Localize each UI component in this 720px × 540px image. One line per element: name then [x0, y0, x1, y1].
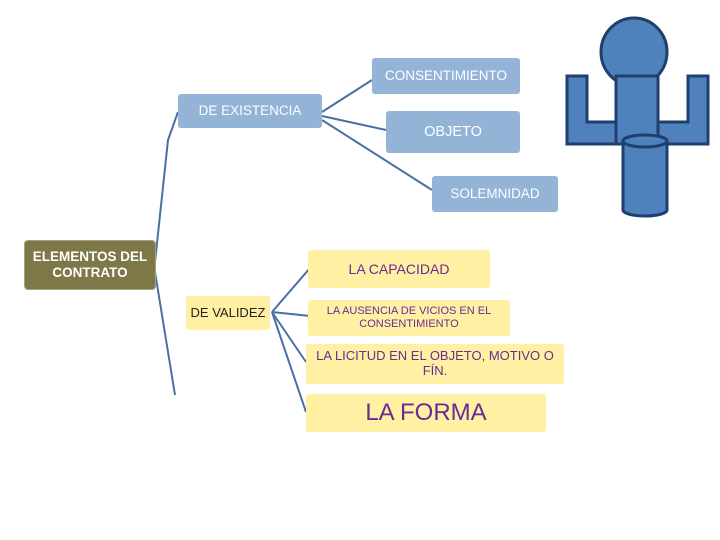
person-legs-top — [621, 133, 669, 149]
node-capacidad: LA CAPACIDAD — [308, 250, 490, 288]
node-licitud: LA LICITUD EN EL OBJETO, MOTIVO O FÍN. — [306, 344, 564, 384]
branch-validez-label: DE VALIDEZ — [190, 304, 266, 320]
person-right-arm — [656, 74, 710, 146]
node-objeto: OBJETO — [386, 111, 520, 153]
branch-validez: DE VALIDEZ — [186, 296, 270, 330]
node-objeto-label: OBJETO — [424, 123, 482, 140]
node-vicios: LA AUSENCIA DE VICIOS EN EL CONSENTIMIEN… — [308, 300, 510, 336]
root-node-label: ELEMENTOS DEL CONTRATO — [32, 249, 148, 280]
person-legs — [621, 141, 669, 218]
person-left-arm — [565, 74, 618, 146]
connector-root-existencia — [154, 111, 179, 263]
connector-validez-capacidad — [271, 267, 311, 313]
connector-existencia-objeto — [321, 115, 387, 131]
branch-existencia-label: DE EXISTENCIA — [198, 103, 302, 118]
node-consentimiento-label: CONSENTIMIENTO — [384, 68, 507, 84]
connector-validez-vicios — [271, 311, 311, 317]
branch-existencia: DE EXISTENCIA — [178, 94, 322, 128]
connector-validez-forma — [271, 311, 307, 413]
person-figure-icon — [565, 16, 710, 218]
node-forma: LA FORMA — [306, 394, 546, 432]
connector-validez-licitud — [271, 311, 307, 363]
node-solemnidad-label: SOLEMNIDAD — [450, 186, 540, 202]
node-consentimiento: CONSENTIMIENTO — [372, 58, 520, 94]
root-node: ELEMENTOS DEL CONTRATO — [24, 240, 156, 290]
node-capacidad-label: LA CAPACIDAD — [348, 260, 450, 277]
node-forma-label: LA FORMA — [365, 399, 487, 427]
connector-root-validez — [154, 271, 176, 396]
connector-existencia-solemnidad — [321, 119, 433, 191]
person-body — [614, 74, 660, 146]
node-licitud-label: LA LICITUD EN EL OBJETO, MOTIVO O FÍN. — [316, 348, 554, 378]
node-solemnidad: SOLEMNIDAD — [432, 176, 558, 212]
connector-existencia-consentimiento — [321, 79, 373, 113]
node-vicios-label: LA AUSENCIA DE VICIOS EN EL CONSENTIMIEN… — [326, 305, 492, 330]
